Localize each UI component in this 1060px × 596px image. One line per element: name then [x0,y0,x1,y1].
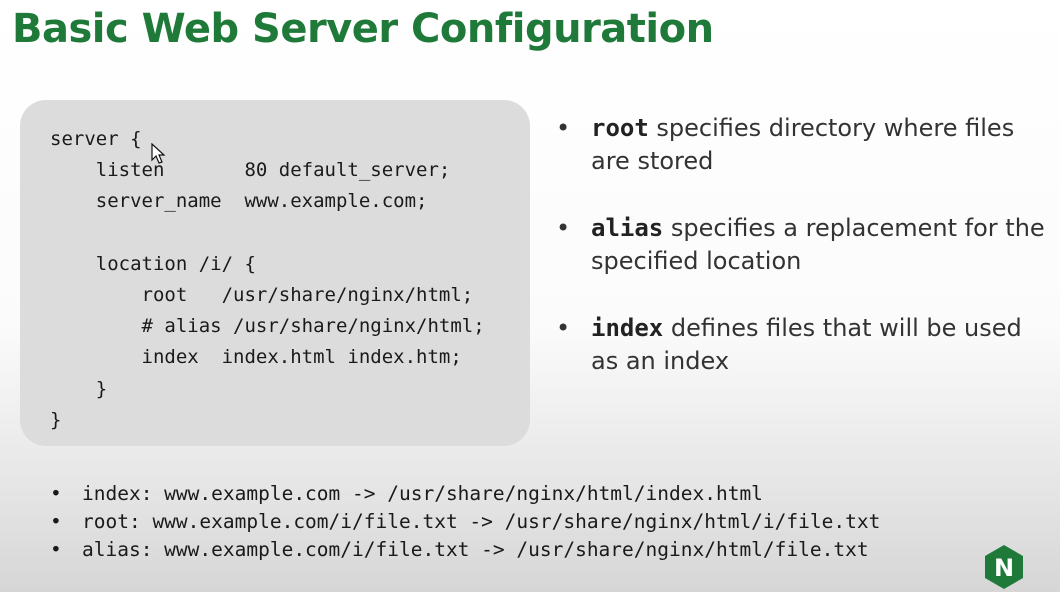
bullet-keyword: alias [591,214,664,242]
bullet-dot: • [556,114,571,142]
directive-bullets: • root specifies directory where files a… [556,112,1056,412]
code-line: listen 80 default_server; [50,159,451,182]
bullet-text: specifies a replacement for the specifie… [591,214,1045,275]
path-examples: • index: www.example.com -> /usr/share/ng… [50,480,880,564]
code-line: } [50,377,108,400]
mouse-pointer-icon [151,142,167,170]
bullet-root: • root specifies directory where files a… [556,112,1056,178]
bullet-index: • index defines files that will be used … [556,312,1056,378]
path-example-alias: • alias: www.example.com/i/file.txt -> /u… [50,536,880,564]
bullet-text: defines files that will be used as an in… [591,314,1022,375]
code-line: server { [50,128,142,150]
bullet-keyword: index [591,314,664,342]
path-example-index: • index: www.example.com -> /usr/share/ng… [50,480,880,508]
bullet-dot: • [50,482,62,505]
bullet-alias: • alias specifies a replacement for the … [556,212,1056,278]
code-line: # alias /usr/share/nginx/html; [50,315,485,338]
code-line: root /usr/share/nginx/html; [50,284,474,307]
nginx-logo-icon: N [980,543,1028,596]
path-text: alias: www.example.com/i/file.txt -> /us… [82,538,869,561]
bullet-text: specifies directory where files are stor… [591,114,1015,175]
path-example-root: • root: www.example.com/i/file.txt -> /us… [50,508,880,536]
logo-letter: N [994,554,1014,582]
bullet-dot: • [556,314,571,342]
code-line: } [50,408,62,431]
code-line: location /i/ { [50,252,256,275]
bullet-dot: • [50,538,62,561]
bullet-dot: • [50,510,62,533]
code-line: index index.html index.htm; [50,346,462,369]
bullet-dot: • [556,214,571,242]
code-block [20,100,530,446]
slide-title: Basic Web Server Configuration [12,6,714,52]
path-text: root: www.example.com/i/file.txt -> /usr… [82,510,881,533]
code-line: server_name www.example.com; [50,190,428,213]
path-text: index: www.example.com -> /usr/share/ngi… [82,482,763,505]
bullet-keyword: root [591,114,649,142]
code-content: server { listen 80 default_server; serve… [50,124,485,436]
